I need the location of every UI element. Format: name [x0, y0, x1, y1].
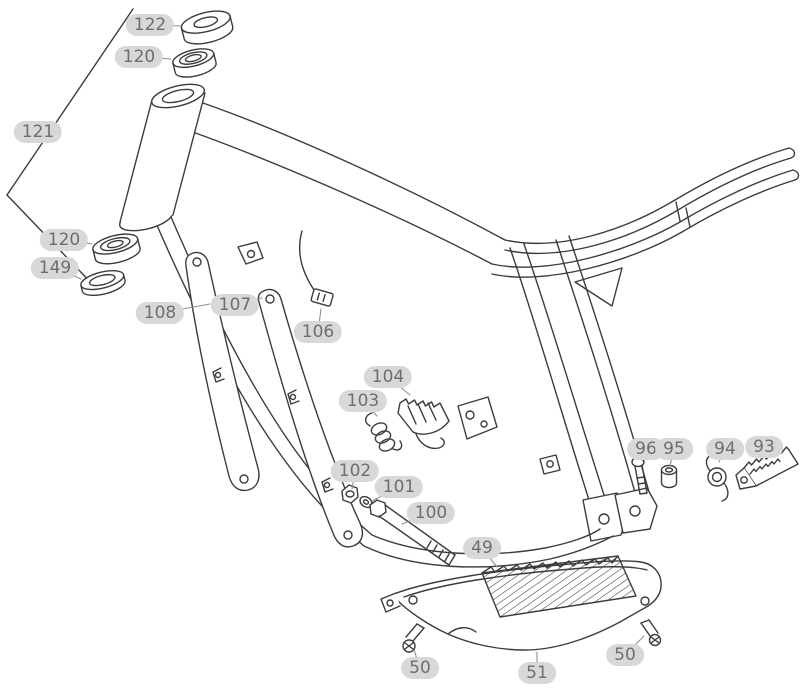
- part-callout-106: 106: [293, 321, 343, 343]
- part-callout-103: 103: [338, 390, 388, 412]
- skid-plate-art: [380, 555, 662, 653]
- side-stand-parts-art: [341, 398, 456, 566]
- part-callout-104: 104: [363, 366, 413, 388]
- part-callout-49: 49: [463, 537, 501, 559]
- part-callout-94: 94: [706, 438, 744, 460]
- part-callout-149: 149: [30, 257, 80, 279]
- part-callout-120: 120: [39, 229, 89, 251]
- steering-stem-parts-art: [80, 10, 234, 296]
- part-callout-50: 50: [606, 644, 644, 666]
- part-callout-95: 95: [655, 438, 693, 460]
- wiring-connector-art: [299, 230, 334, 307]
- frame-guards-art: [185, 251, 364, 548]
- main-frame-art: [152, 102, 800, 568]
- part-callout-120: 120: [114, 46, 164, 68]
- part-callout-121: 121: [13, 121, 63, 143]
- part-callout-100: 100: [406, 502, 456, 524]
- part-callout-101: 101: [374, 476, 424, 498]
- part-callout-50: 50: [401, 657, 439, 679]
- part-callout-122: 122: [125, 14, 175, 36]
- part-callout-107: 107: [210, 294, 260, 316]
- part-callout-102: 102: [330, 460, 380, 482]
- part-callout-108: 108: [135, 302, 185, 324]
- part-callout-51: 51: [518, 662, 556, 684]
- footpeg-parts-art: [631, 446, 799, 502]
- part-callout-93: 93: [745, 436, 783, 458]
